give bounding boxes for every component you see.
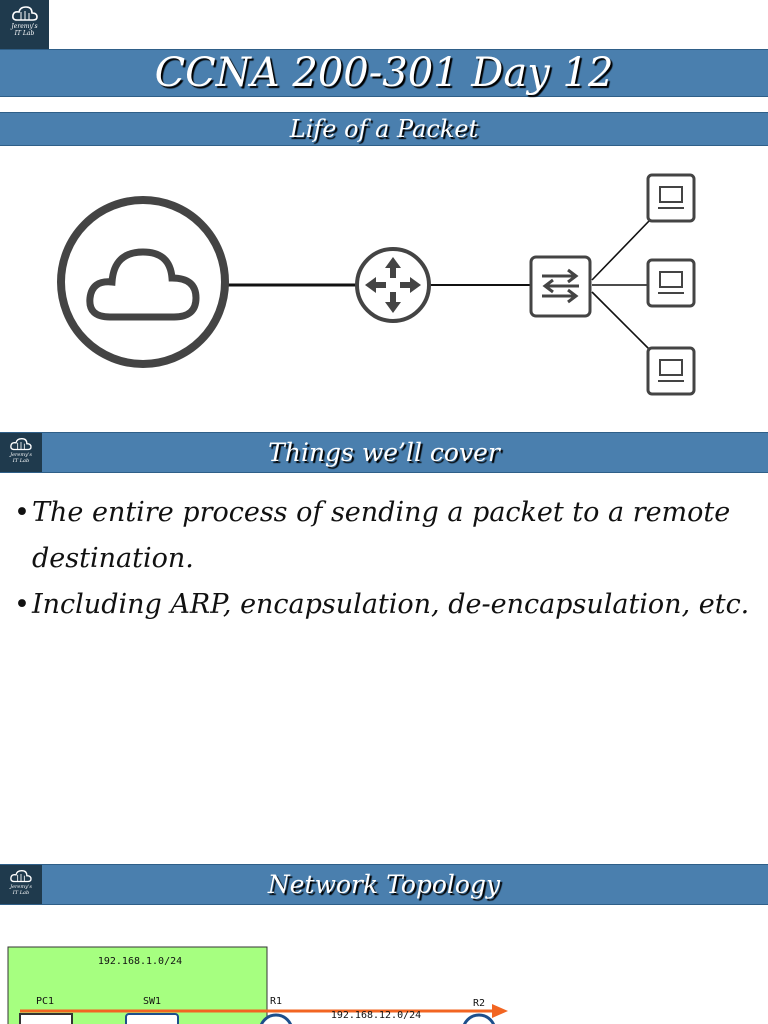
pc1-icon — [19, 1013, 73, 1024]
switch-icon — [529, 255, 592, 318]
r1-label: R1 — [270, 996, 282, 1007]
slide-title: CCNA 200-301 Day 12 — [0, 49, 768, 97]
packet-path-diagram — [57, 173, 696, 396]
cloud-circuit-icon — [11, 6, 38, 21]
logo-text-line2: IT Lab — [14, 30, 35, 37]
logo-text-line1: Jeremy's — [11, 23, 38, 30]
r1-icon — [259, 1013, 293, 1024]
section-heading-text: Network Topology — [267, 870, 501, 899]
pc-icon — [646, 346, 696, 396]
router-icon — [355, 247, 431, 323]
pc1-label: PC1 — [36, 996, 54, 1007]
pc-icon — [646, 173, 696, 223]
arrow-head-icon — [492, 1004, 508, 1018]
section-heading-topology: Jeremy's IT Lab Network Topology — [0, 864, 768, 905]
section-logo: Jeremy's IT Lab — [0, 433, 42, 472]
link-subnet-label: 192.168.12.0/24 — [331, 1010, 421, 1021]
list-item: •Including ARP, encapsulation, de-encaps… — [14, 589, 750, 620]
r2-label: R2 — [473, 998, 485, 1009]
pc-icon — [646, 258, 696, 308]
cloud-circuit-icon — [10, 437, 32, 451]
slide-subtitle: Life of a Packet — [0, 112, 768, 146]
cloud-circuit-icon — [10, 869, 32, 883]
internet-cloud-icon — [57, 196, 229, 368]
list-item: • The entire process of sending a packet… — [14, 497, 731, 574]
network-topology-diagram: 192.168.1.0/24 PC1 SW1 R1 R2 192.168.12.… — [7, 946, 508, 1024]
cover-bullet-list: • The entire process of sending a packet… — [14, 490, 754, 628]
r2-icon — [462, 1013, 496, 1024]
sw1-label: SW1 — [143, 996, 161, 1007]
section-logo: Jeremy's IT Lab — [0, 865, 42, 904]
section-heading-text: Things we’ll cover — [268, 438, 500, 467]
section-heading-cover: Jeremy's IT Lab Things we’ll cover — [0, 432, 768, 473]
jeremys-it-lab-logo: Jeremy's IT Lab — [0, 0, 49, 49]
sw1-icon — [125, 1013, 179, 1024]
lan-subnet-label: 192.168.1.0/24 — [98, 956, 182, 967]
